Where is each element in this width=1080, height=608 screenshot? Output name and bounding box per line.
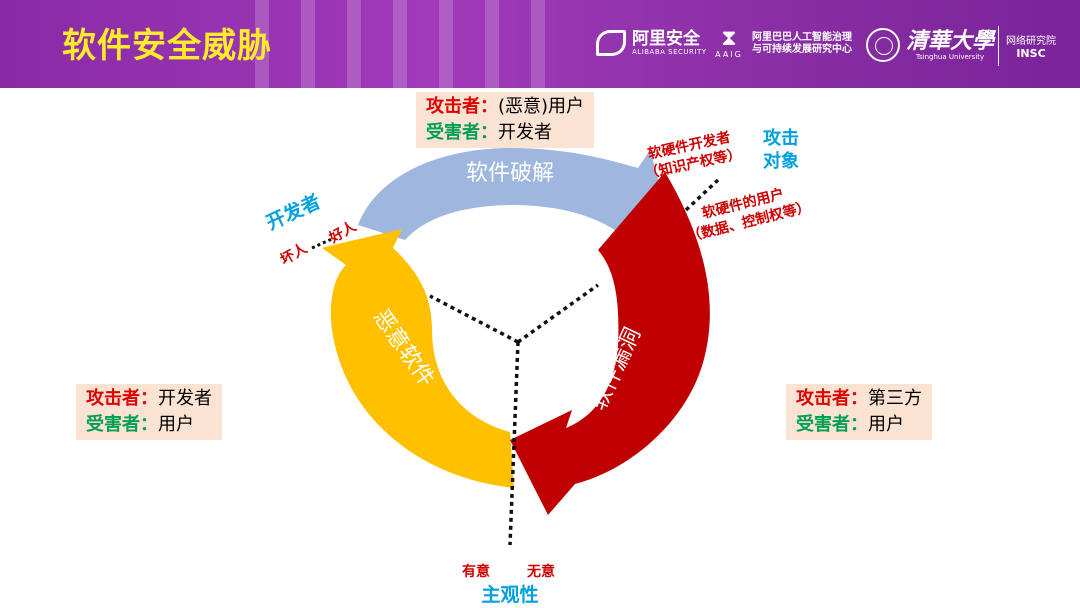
box-right-attacker-key: 攻击者 bbox=[796, 388, 850, 409]
unintentional-label: 无意 bbox=[526, 563, 555, 580]
dotted-line-right bbox=[516, 283, 600, 344]
header-background-arch bbox=[255, 0, 555, 88]
tsinghua-logo: 清華大學 Tsinghua University bbox=[866, 28, 994, 62]
insc-logo-en: INSC bbox=[1016, 47, 1046, 60]
dotted-line-bottom bbox=[508, 341, 520, 546]
alibaba-mark-icon bbox=[596, 30, 626, 56]
insc-logo: 网络研究院 INSC bbox=[1006, 32, 1056, 60]
alibaba-logo-en: ALIBABA SECURITY bbox=[632, 48, 707, 56]
developer-label: 开发者 bbox=[263, 190, 324, 235]
attack-target-label-1: 攻击 bbox=[763, 127, 799, 149]
box-left-victim-key: 受害者 bbox=[86, 414, 140, 435]
box-right-victim-key: 受害者 bbox=[796, 414, 850, 435]
page-title: 软件安全威胁 bbox=[62, 26, 272, 66]
info-box-right: 攻击者：第三方 受害者：用户 bbox=[786, 384, 932, 440]
arc-top-label: 软件破解 bbox=[466, 161, 554, 186]
dotted-line-left bbox=[429, 294, 519, 344]
subjectivity-label: 主观性 bbox=[481, 583, 538, 606]
aaig-logo-abbr: AAIG bbox=[715, 50, 743, 59]
intentional-label: 有意 bbox=[462, 563, 490, 580]
box-left-victim-value: 用户 bbox=[158, 414, 194, 435]
aaig-logo: ⧗ AAIG 阿里巴巴人工智能治理 与可持续发展研究中心 bbox=[712, 26, 852, 60]
box-left-attacker-value: 开发者 bbox=[158, 388, 212, 409]
box-right-victim-value: 用户 bbox=[868, 414, 904, 435]
aaig-logo-cn-1: 阿里巴巴人工智能治理 bbox=[752, 31, 852, 43]
header-banner: 软件安全威胁 阿里安全 ALIBABA SECURITY ⧗ AAIG 阿里巴巴… bbox=[0, 0, 1080, 88]
box-left-attacker-key: 攻击者 bbox=[86, 388, 140, 409]
aaig-mark-icon: ⧗ bbox=[721, 26, 737, 51]
dotted-line-developer bbox=[311, 236, 335, 250]
insc-logo-cn: 网络研究院 bbox=[1006, 36, 1056, 47]
box-top-victim-key: 受害者 bbox=[426, 122, 480, 143]
box-top-victim-value: 开发者 bbox=[498, 122, 552, 143]
arc-top-software-cracking bbox=[358, 147, 668, 252]
info-box-top: 攻击者：(恶意)用户 受害者：开发者 bbox=[416, 92, 595, 148]
alibaba-security-logo: 阿里安全 ALIBABA SECURITY bbox=[596, 30, 707, 56]
alibaba-logo-cn: 阿里安全 bbox=[632, 29, 700, 49]
arc-left-malware bbox=[322, 229, 514, 488]
tsinghua-seal-icon bbox=[866, 28, 900, 62]
attack-target-label-2: 对象 bbox=[763, 150, 799, 172]
aaig-logo-cn-2: 与可持续发展研究中心 bbox=[752, 43, 852, 55]
box-top-attacker-key: 攻击者 bbox=[426, 96, 480, 117]
box-right-attacker-value: 第三方 bbox=[868, 388, 922, 409]
box-top-attacker-value: (恶意)用户 bbox=[498, 96, 585, 117]
logo-separator bbox=[998, 26, 999, 66]
info-box-left: 攻击者：开发者 受害者：用户 bbox=[76, 384, 222, 440]
bad-person-label: 坏人 bbox=[277, 239, 311, 268]
arc-right-vulnerability bbox=[510, 172, 710, 515]
dotted-lines bbox=[429, 178, 720, 546]
tsinghua-logo-en: Tsinghua University bbox=[915, 53, 985, 61]
tsinghua-logo-cn: 清華大學 bbox=[906, 28, 995, 54]
